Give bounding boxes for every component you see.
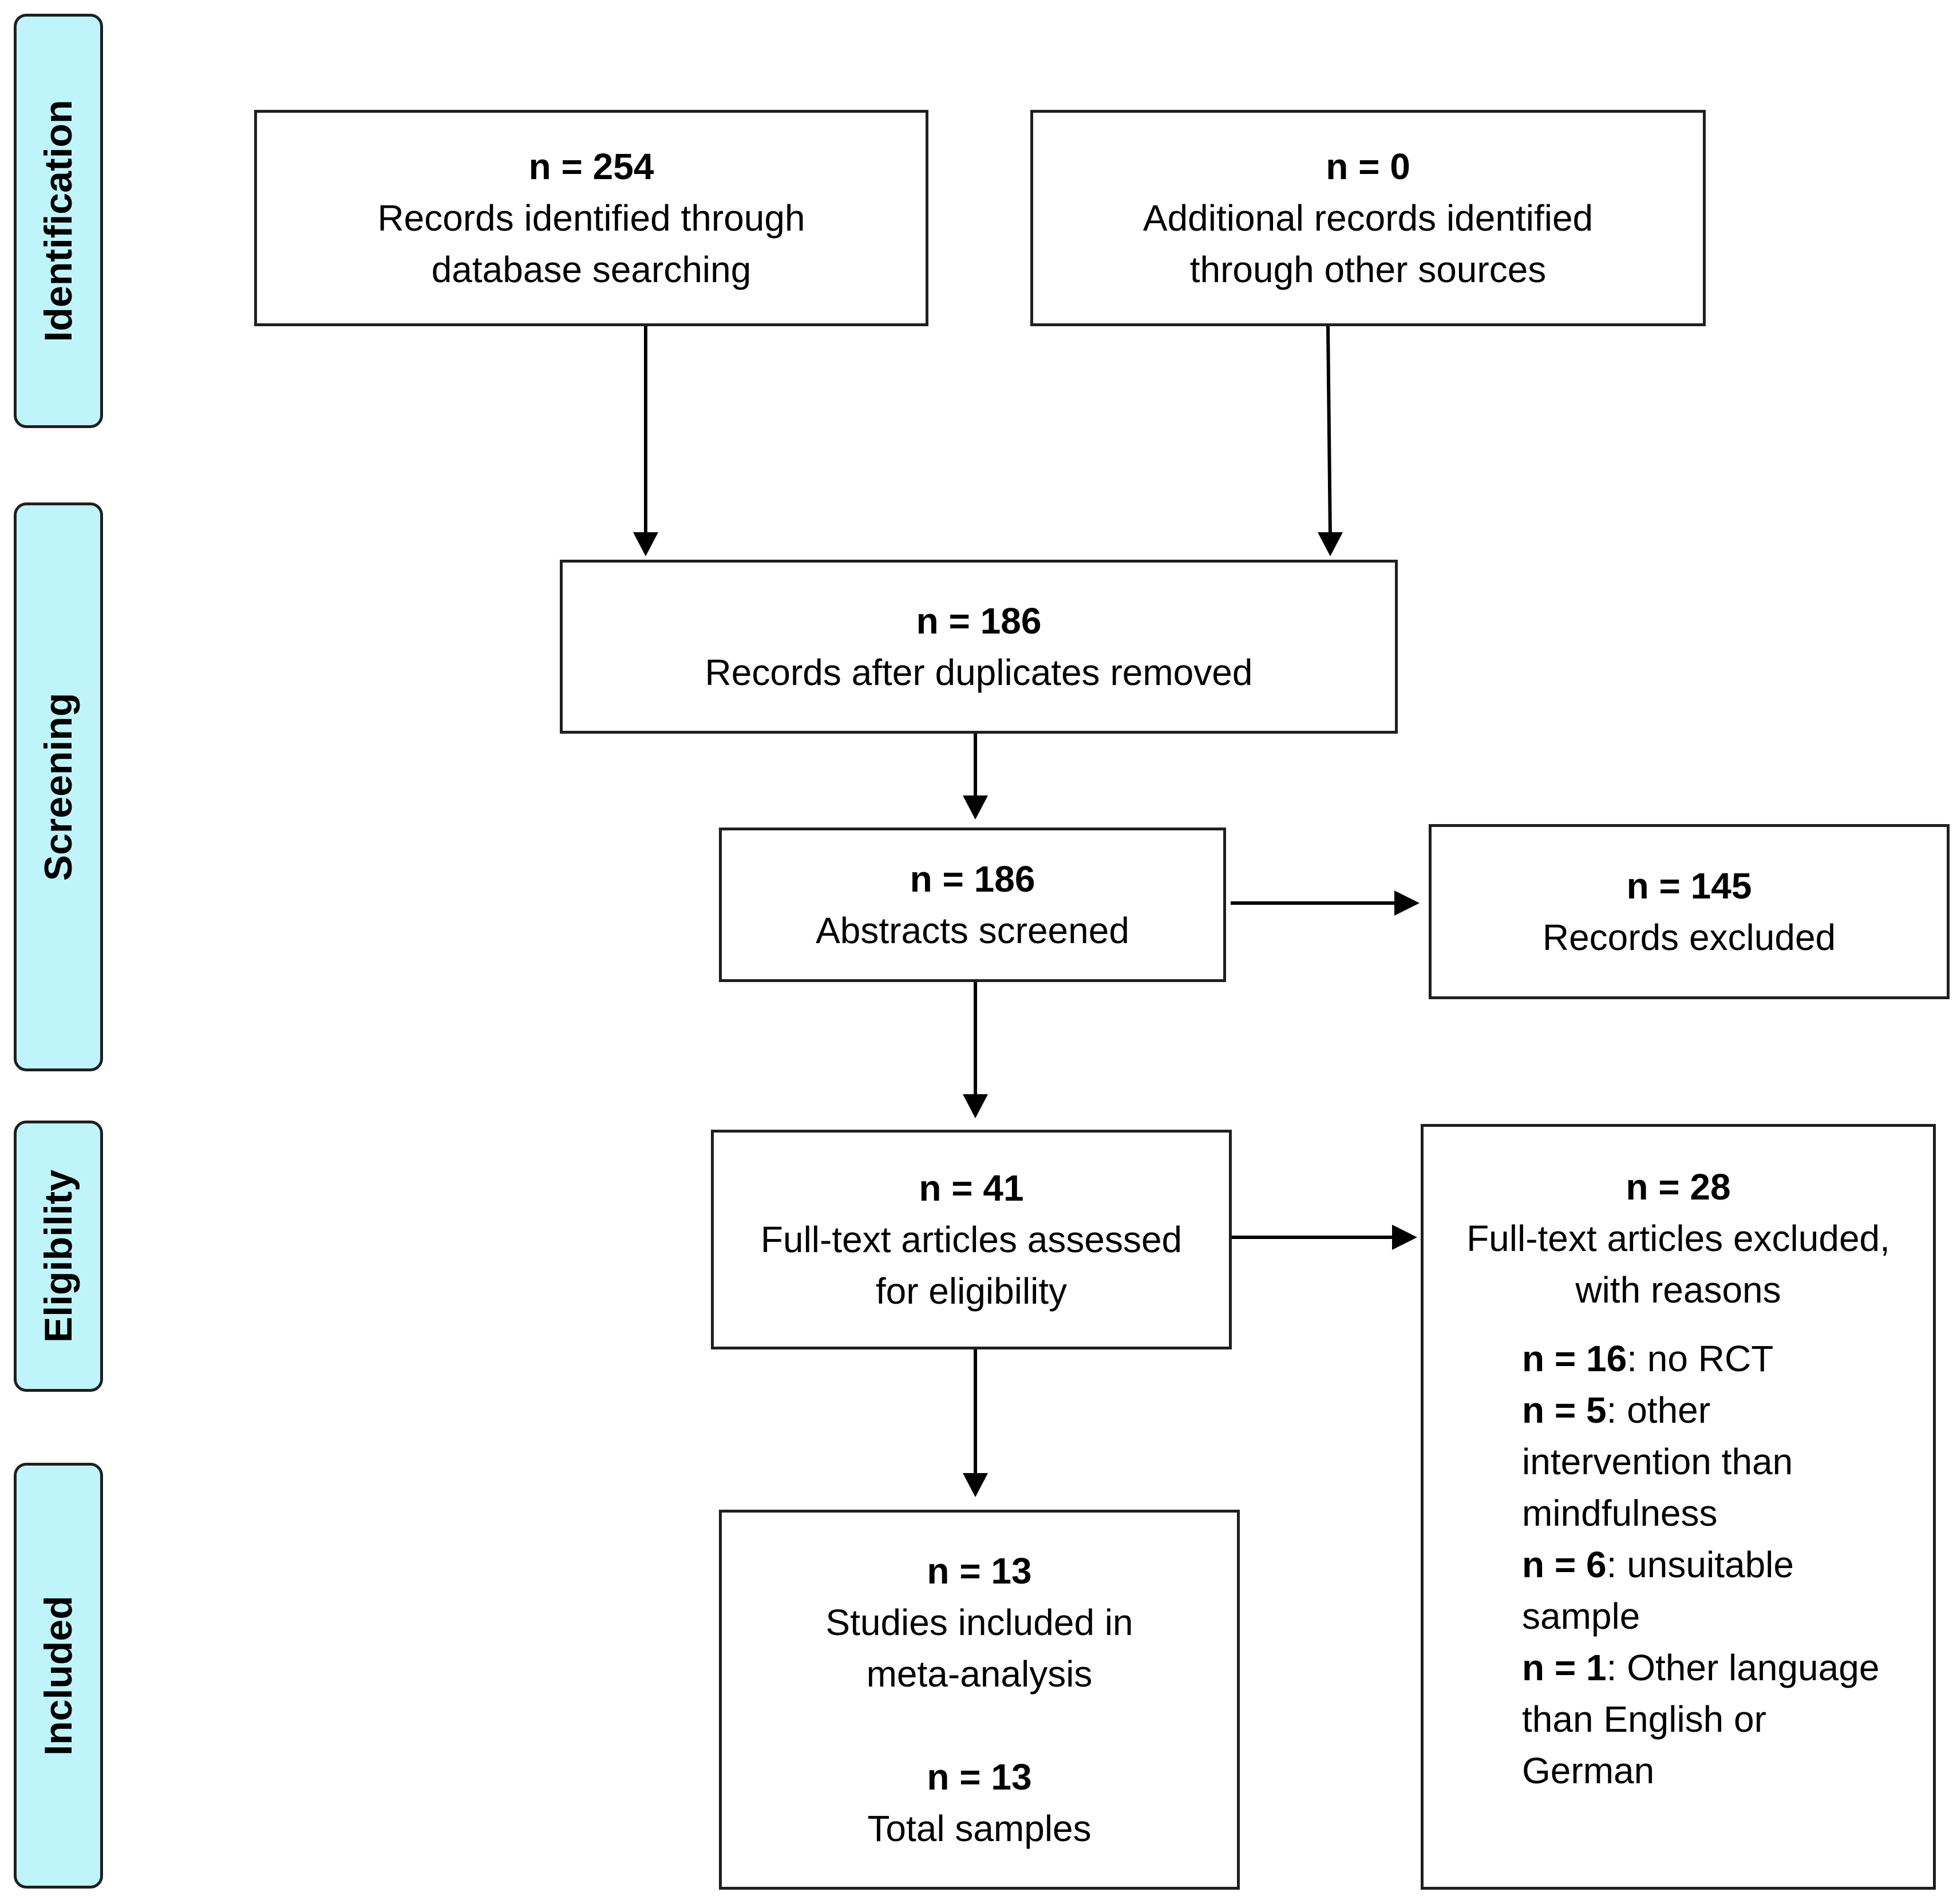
reason-item: n = 6: unsuitable: [1522, 1539, 1933, 1590]
arrow-other-to-duplicates: [1326, 326, 1332, 539]
included-count: n = 13: [927, 1550, 1032, 1592]
reason-text-continued: than English or: [1522, 1699, 1766, 1740]
reason-count: n = 6: [1522, 1544, 1607, 1585]
records-excluded-label: Records excluded: [1542, 917, 1836, 958]
fulltext-label-line1: Full-text articles assessed: [760, 1219, 1183, 1260]
box-fulltext-excluded: n = 28 Full-text articles excluded, with…: [1421, 1124, 1936, 1890]
after-duplicates-label: Records after duplicates removed: [705, 652, 1253, 693]
phase-screening: Screening: [14, 502, 103, 1071]
phase-identification: Identification: [14, 14, 103, 428]
box-after-duplicates: n = 186 Records after duplicates removed: [560, 560, 1398, 734]
box-abstracts-screened: n = 186 Abstracts screened: [719, 828, 1226, 982]
other-sources-label-line1: Additional records identified: [1142, 197, 1594, 239]
arrowhead-fulltext-to-excluded: [1392, 1225, 1417, 1250]
phase-eligibility: Eligibility: [14, 1121, 103, 1392]
database-count: n = 254: [528, 146, 654, 187]
box-included-studies: n = 13 Studies included in meta-analysis…: [719, 1510, 1240, 1890]
reason-text: : no RCT: [1627, 1338, 1774, 1379]
database-label-line1: Records identified through: [377, 197, 805, 239]
after-duplicates-count: n = 186: [916, 600, 1042, 642]
exclusion-reasons-list: n = 16: no RCT n = 5: other intervention…: [1424, 1333, 1933, 1796]
box-database-records: n = 254 Records identified through datab…: [254, 110, 928, 326]
total-samples-label: Total samples: [867, 1808, 1092, 1849]
reason-count: n = 16: [1522, 1338, 1627, 1379]
reason-text-continued: German: [1522, 1750, 1655, 1791]
phase-included: Included: [14, 1463, 103, 1889]
arrowhead-abstracts-to-excluded: [1394, 890, 1420, 916]
included-label-line1: Studies included in: [825, 1602, 1133, 1643]
fulltext-count: n = 41: [919, 1167, 1024, 1209]
records-excluded-count: n = 145: [1626, 865, 1752, 907]
abstracts-label: Abstracts screened: [816, 910, 1129, 951]
reason-item: n = 1: Other language: [1522, 1642, 1933, 1693]
box-records-excluded: n = 145 Records excluded: [1429, 824, 1950, 999]
arrowhead-fulltext-to-included: [963, 1473, 988, 1497]
reason-count: n = 5: [1522, 1390, 1607, 1431]
included-label-line2: meta-analysis: [866, 1653, 1093, 1695]
total-samples-count: n = 13: [927, 1756, 1032, 1798]
reason-item: n = 5: other: [1522, 1384, 1933, 1436]
other-sources-label-line2: through other sources: [1189, 249, 1547, 290]
reason-text: : Other language: [1606, 1647, 1880, 1688]
reason-text-continued: sample: [1522, 1596, 1640, 1637]
box-other-sources: n = 0 Additional records identified thro…: [1030, 110, 1706, 326]
reason-count: n = 1: [1522, 1647, 1607, 1688]
abstracts-count: n = 186: [910, 858, 1035, 900]
arrowhead-database-to-duplicates: [633, 532, 658, 556]
fulltext-excluded-label-line1: Full-text articles excluded,: [1466, 1218, 1890, 1259]
reason-text: : unsuitable: [1606, 1544, 1794, 1585]
box-fulltext-assessed: n = 41 Full-text articles assessed for e…: [711, 1130, 1232, 1349]
fulltext-excluded-count: n = 28: [1626, 1166, 1731, 1208]
reason-item: n = 16: no RCT: [1522, 1333, 1933, 1384]
reason-text-continued: mindfulness: [1522, 1493, 1718, 1534]
database-label-line2: database searching: [431, 249, 752, 290]
fulltext-label-line2: for eligibility: [875, 1270, 1068, 1312]
arrowhead-abstracts-to-fulltext: [963, 1094, 988, 1118]
reason-text: : other: [1606, 1390, 1711, 1431]
reason-text-continued: intervention than: [1522, 1441, 1793, 1482]
arrowhead-other-to-duplicates: [1318, 532, 1343, 556]
arrowhead-duplicates-to-abstracts: [963, 795, 988, 820]
other-sources-count: n = 0: [1326, 146, 1410, 187]
fulltext-excluded-label-line2: with reasons: [1575, 1269, 1781, 1311]
